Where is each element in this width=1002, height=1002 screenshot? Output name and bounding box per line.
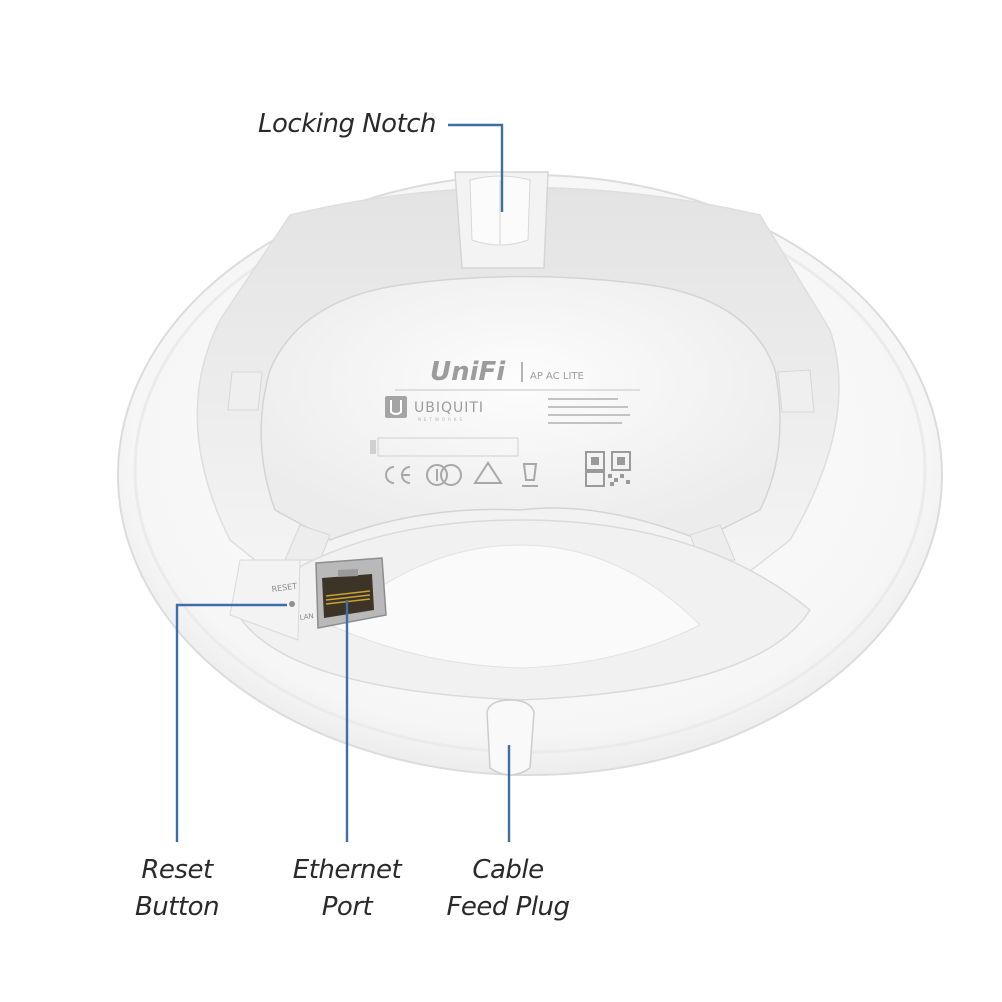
leader-reset-button xyxy=(175,603,287,842)
leader-lines xyxy=(175,123,511,842)
leader-locking-notch xyxy=(448,123,504,212)
cable-feed-plug xyxy=(486,699,535,776)
callout-locking-notch-text: Locking Notch xyxy=(258,109,437,139)
reset-port-label: RESET xyxy=(271,581,298,593)
callout-reset-button: Reset Button xyxy=(124,852,230,926)
maker-text: UBIQUITI xyxy=(414,400,484,416)
lan-port-label: LAN xyxy=(299,612,314,622)
maker-sub-text: NETWORKS xyxy=(418,417,465,422)
callout-ethernet-line1: Ethernet xyxy=(292,855,402,885)
brand-logo-text: UniFi xyxy=(430,357,506,387)
locking-notch xyxy=(454,171,549,269)
device-underside xyxy=(260,275,781,541)
callout-cable-feed-plug: Cable Feed Plug xyxy=(436,852,580,926)
callout-ethernet-line2: Port xyxy=(321,892,373,922)
model-text: AP AC LITE xyxy=(530,371,584,382)
callout-cable-line1: Cable xyxy=(472,855,544,885)
callout-ethernet-port: Ethernet Port xyxy=(284,852,410,926)
callout-cable-line2: Feed Plug xyxy=(446,892,570,922)
ethernet-port xyxy=(315,557,387,629)
reset-button: RESET LAN xyxy=(271,581,314,621)
callout-locking-notch: Locking Notch xyxy=(258,106,437,143)
qr-codes xyxy=(585,451,631,487)
certification-marks xyxy=(385,461,538,487)
callout-reset-line2: Button xyxy=(134,892,220,922)
product-label: UniFi AP AC LITE UBIQUITI NETWORKS xyxy=(370,357,640,487)
callout-reset-line1: Reset xyxy=(141,855,213,885)
